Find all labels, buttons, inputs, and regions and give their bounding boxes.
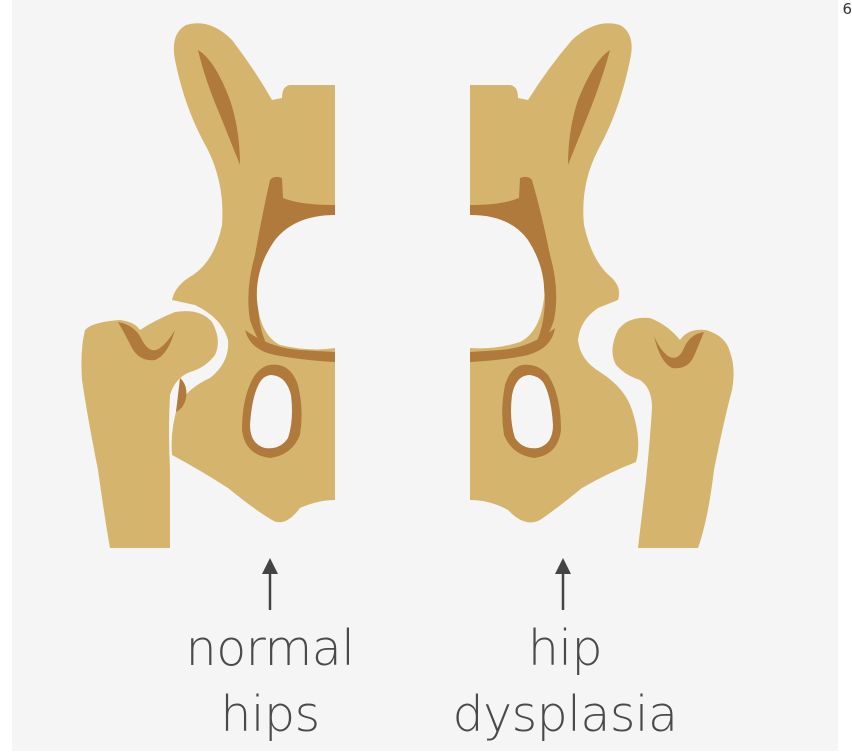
label-hip-dysplasia: hip dysplasia: [430, 616, 700, 748]
label-normal-hips: normal hips: [165, 616, 375, 748]
corner-mark: 6: [842, 0, 852, 18]
label-normal-line2: hips: [165, 682, 375, 748]
label-dysplasia-line1: hip: [430, 616, 700, 682]
label-dysplasia-line2: dysplasia: [430, 682, 700, 748]
label-normal-line1: normal: [165, 616, 375, 682]
